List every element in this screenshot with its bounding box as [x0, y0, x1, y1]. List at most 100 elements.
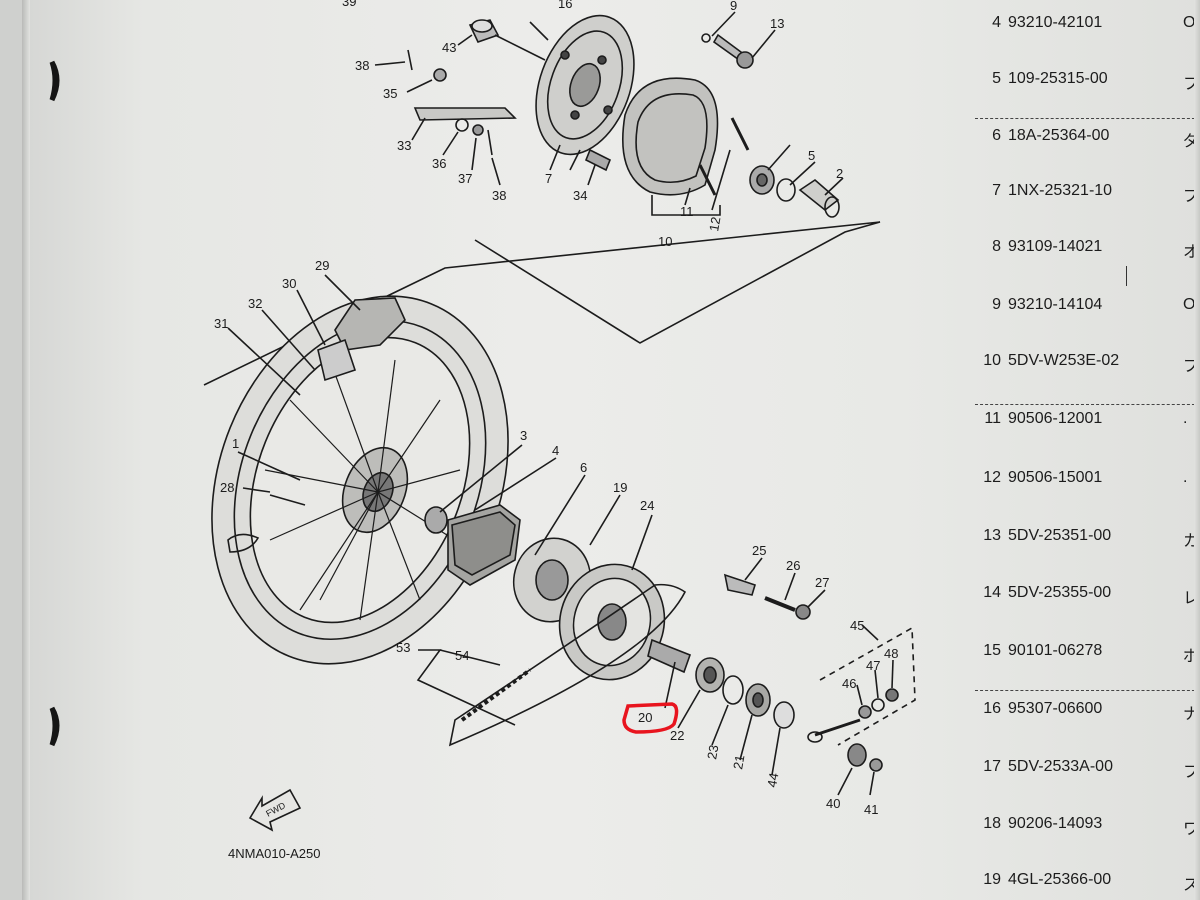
part-number: 5DV-25351-00: [1008, 527, 1112, 544]
part-number: 90206-14093: [1008, 815, 1103, 832]
ref-number: 9: [992, 296, 1001, 313]
callout: 43: [442, 40, 456, 55]
callout: 39: [342, 0, 356, 9]
parts-list-table: 4 93210-42101 O- 5 109-25315-00 フ 6 18A-…: [975, 0, 1200, 900]
callout: 53: [396, 640, 410, 655]
ref-number: 17: [983, 758, 1001, 775]
ref-number: 12: [983, 469, 1001, 486]
callout: 45: [850, 618, 864, 633]
callout: 54: [455, 648, 469, 663]
part-number: 93210-42101: [1008, 14, 1103, 31]
parts-row: 14 5DV-25355-00 レ: [975, 584, 1200, 608]
callout: 35: [383, 86, 397, 101]
left-shadow: [22, 0, 30, 900]
callout: 34: [573, 188, 587, 203]
callout: 19: [613, 480, 627, 495]
parts-row: 12 90506-15001 .: [975, 469, 1200, 493]
callout: 47: [866, 658, 880, 673]
ref-number: 13: [983, 527, 1001, 544]
callout: 1: [232, 436, 239, 451]
part-number: 5DV-W253E-02: [1008, 352, 1120, 369]
parts-row: 18 90206-14093 ワ: [975, 815, 1200, 839]
parts-row: 7 1NX-25321-10 ブ: [975, 182, 1200, 206]
parts-row: 19 4GL-25366-00 ス: [975, 871, 1200, 895]
callout: 2: [836, 166, 843, 181]
callout: 30: [282, 276, 296, 291]
part-number: 4GL-25366-00: [1008, 871, 1112, 888]
group-separator: [975, 690, 1200, 691]
callout: 22: [670, 728, 684, 743]
ref-number: 6: [992, 127, 1001, 144]
part-description: .: [1183, 469, 1188, 486]
callout: 36: [432, 156, 446, 171]
part-number: 93210-14104: [1008, 296, 1103, 313]
callout: 9: [730, 0, 737, 13]
binder-hole-bottom: [49, 706, 60, 747]
ref-number: 14: [983, 584, 1001, 601]
callout: 3: [520, 428, 527, 443]
ref-number: 15: [983, 642, 1001, 659]
part-number: 93109-14021: [1008, 238, 1103, 255]
parts-row: 17 5DV-2533A-00 フ: [975, 758, 1200, 782]
part-number: 5DV-2533A-00: [1008, 758, 1113, 775]
parts-row: 6 18A-25364-00 ダ: [975, 127, 1200, 151]
callout: 32: [248, 296, 262, 311]
callout: 7: [545, 171, 552, 186]
parts-row: 8 93109-14021 オ: [975, 238, 1200, 262]
callout: 11: [680, 204, 694, 219]
group-separator: [975, 404, 1200, 405]
parts-row: 9 93210-14104 O-: [975, 296, 1200, 320]
callout: 46: [842, 676, 856, 691]
group-separator: [975, 118, 1200, 119]
ref-number: 16: [983, 700, 1001, 717]
parts-row: 11 90506-12001 .: [975, 410, 1200, 434]
highlight-circle: [622, 702, 679, 734]
callout: 13: [770, 16, 784, 31]
rear-hub-parts: [227, 11, 916, 796]
drive-chain: [448, 583, 687, 747]
callout: 37: [458, 171, 472, 186]
part-number: 90506-12001: [1008, 410, 1103, 427]
callout-highlighted: 20: [638, 710, 652, 725]
parts-row: 16 95307-06600 ナ: [975, 700, 1200, 724]
callout: 25: [752, 543, 766, 558]
brake-assembly: [407, 14, 840, 218]
callout: 10: [658, 234, 672, 249]
left-margin: [0, 0, 22, 900]
callout: 4: [552, 443, 559, 458]
part-number: 90101-06278: [1008, 642, 1103, 659]
callout: 33: [397, 138, 411, 153]
ref-number: 18: [983, 815, 1001, 832]
callout: 5: [808, 148, 815, 163]
part-number: 95307-06600: [1008, 700, 1103, 717]
callout: 26: [786, 558, 800, 573]
parts-row: 15 90101-06278 ボ: [975, 642, 1200, 666]
callout: 31: [214, 316, 228, 331]
ref-number: 11: [984, 410, 1001, 427]
part-number: 5DV-25355-00: [1008, 584, 1112, 601]
ref-number: 10: [983, 352, 1001, 369]
ref-number: 8: [992, 238, 1001, 255]
ref-number: 19: [983, 871, 1001, 888]
callout: 44: [764, 772, 781, 789]
ref-number: 5: [992, 70, 1001, 87]
parts-row: 4 93210-42101 O-: [975, 14, 1200, 38]
part-number: 18A-25364-00: [1008, 127, 1110, 144]
screen-edge: [1194, 0, 1200, 900]
ref-number: 7: [992, 182, 1001, 199]
callout: 38: [355, 58, 369, 73]
callout: 38: [492, 188, 506, 203]
callout: 21: [730, 754, 747, 771]
parts-row: 10 5DV-W253E-02 ブ: [975, 352, 1200, 376]
fwd-arrow: [248, 788, 302, 832]
diagram-code: 4NMA010-A250: [228, 846, 321, 861]
callout: 16: [558, 0, 572, 11]
exploded-parts-diagram: 1 2 3 4 5 6 7 9 10 11 12 13 16 19 20 21 …: [49, 0, 916, 861]
ref-number: 4: [992, 14, 1001, 31]
callout: 24: [640, 498, 654, 513]
part-description: .: [1183, 410, 1188, 427]
part-number: 109-25315-00: [1008, 70, 1108, 87]
binder-hole-top: [49, 60, 60, 102]
callout: 28: [220, 480, 234, 495]
